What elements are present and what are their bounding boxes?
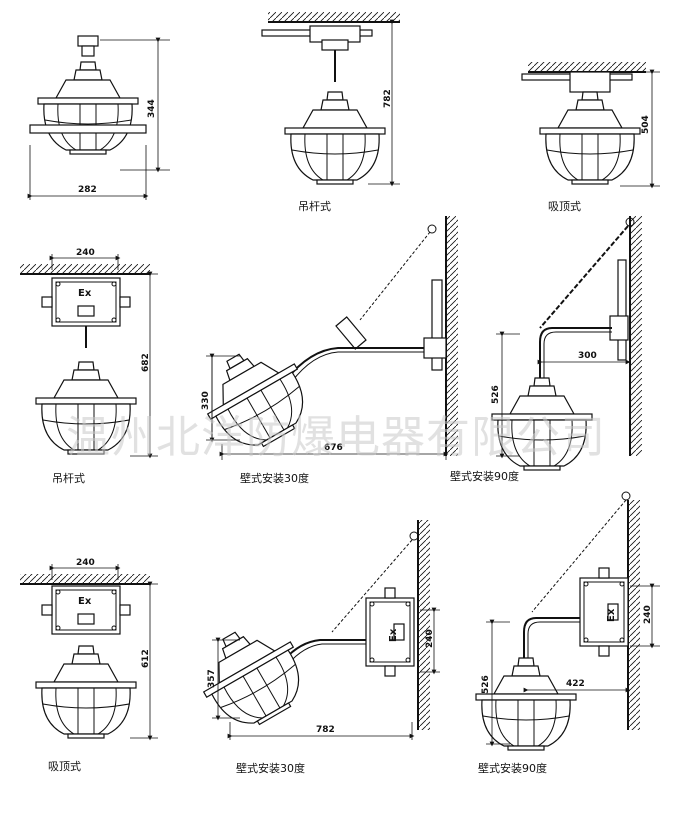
- dim-612: 612: [141, 649, 151, 668]
- figure-wall-90-1: 300 526 壁式安装90度: [450, 216, 642, 483]
- dim-240-a: 240: [76, 248, 95, 258]
- dim-526-a: 526: [491, 385, 501, 404]
- dim-240-b: 240: [76, 558, 95, 568]
- dim-504: 504: [641, 115, 651, 134]
- dim-282: 282: [78, 185, 97, 195]
- dim-782-a: 782: [383, 89, 393, 108]
- figure-wall-90-2: Ex 240 422 526 壁式安装90度: [475, 491, 660, 775]
- watermark-company-name: 温州北洋防爆电器有限公司: [66, 412, 606, 463]
- label-pendant-rod-1: 吊杆式: [298, 199, 331, 213]
- figure-basic-lamp: 282 344: [27, 35, 170, 200]
- figure-pendant-rod-1: 782 吊杆式: [261, 12, 400, 213]
- box-mark-ex-3: Ex: [388, 628, 399, 642]
- label-pendant-rod-2: 吊杆式: [52, 471, 85, 485]
- figure-ceiling-1: 504 吸顶式: [521, 62, 660, 213]
- dim-422: 422: [566, 679, 585, 689]
- label-wall-90-1: 壁式安装90度: [450, 469, 519, 483]
- label-ceiling-1: 吸顶式: [548, 200, 581, 213]
- figure-wall-30-1: 330 676 壁式安装30度: [189, 216, 458, 485]
- box-mark-ex-4: Ex: [606, 608, 617, 622]
- label-wall-30-2: 壁式安装30度: [236, 761, 305, 775]
- dim-357: 357: [207, 669, 217, 688]
- figure-pendant-rod-2: 240 Ex 682 吊杆式: [20, 248, 158, 485]
- dim-300: 300: [578, 351, 597, 361]
- dim-526-b: 526: [481, 675, 491, 694]
- figure-wall-30-2: Ex 240 357 782 壁式安装30度: [185, 520, 440, 775]
- figure-ceiling-2: 240 Ex 612 吸顶式: [20, 558, 158, 773]
- dim-682: 682: [141, 353, 151, 372]
- box-mark-ex-2: Ex: [78, 596, 92, 607]
- label-ceiling-2: 吸顶式: [48, 760, 81, 773]
- dim-344: 344: [147, 99, 157, 118]
- dim-240-c: 240: [425, 629, 435, 648]
- dim-240-d: 240: [643, 605, 653, 624]
- box-mark-ex-1: Ex: [78, 288, 92, 299]
- dim-330: 330: [201, 391, 211, 410]
- label-wall-30-1: 壁式安装30度: [240, 471, 309, 485]
- dim-782-b: 782: [316, 725, 335, 735]
- label-wall-90-2: 壁式安装90度: [478, 761, 547, 775]
- dim-676: 676: [324, 443, 343, 453]
